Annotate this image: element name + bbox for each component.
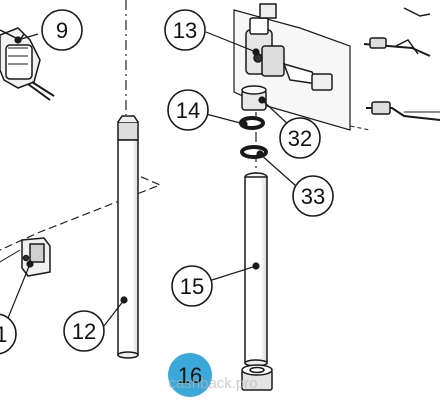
part-16-nut (241, 364, 273, 391)
callout-14-label: 14 (176, 98, 200, 123)
callout-13[interactable]: 13 (164, 9, 206, 51)
callout-32[interactable]: 32 (279, 117, 321, 159)
callout-14[interactable]: 14 (167, 89, 209, 131)
callout-11-label: 11 (0, 322, 7, 347)
connector-cable-lower (366, 101, 440, 121)
callout-12-label: 12 (72, 319, 96, 344)
callout-33[interactable]: 33 (292, 175, 334, 217)
watermark-text: cashback.pro (168, 375, 257, 392)
callout-13-label: 13 (173, 18, 197, 43)
callout-9[interactable]: 9 (41, 9, 83, 51)
callout-9-label: 9 (56, 18, 68, 43)
dashed-path-bracket (0, 171, 162, 251)
callout-16-highlighted[interactable]: 16 (168, 353, 212, 397)
callout-16-label: 16 (178, 363, 202, 388)
part-9-assembly (0, 27, 55, 101)
part-13-valve-assembly (233, 3, 351, 131)
callout-15-label: 15 (180, 274, 204, 299)
leader-lines (7, 31, 297, 327)
part-12-tube (117, 115, 139, 359)
callout-12[interactable]: 12 (63, 310, 105, 352)
callout-11[interactable]: 11 (0, 313, 17, 355)
part-32-cap (241, 85, 267, 111)
callout-32-label: 32 (288, 126, 312, 151)
connector-cable-upper (363, 7, 431, 57)
callout-15[interactable]: 15 (171, 265, 213, 307)
part-11-bracket (0, 237, 51, 277)
callout-33-label: 33 (301, 184, 325, 209)
